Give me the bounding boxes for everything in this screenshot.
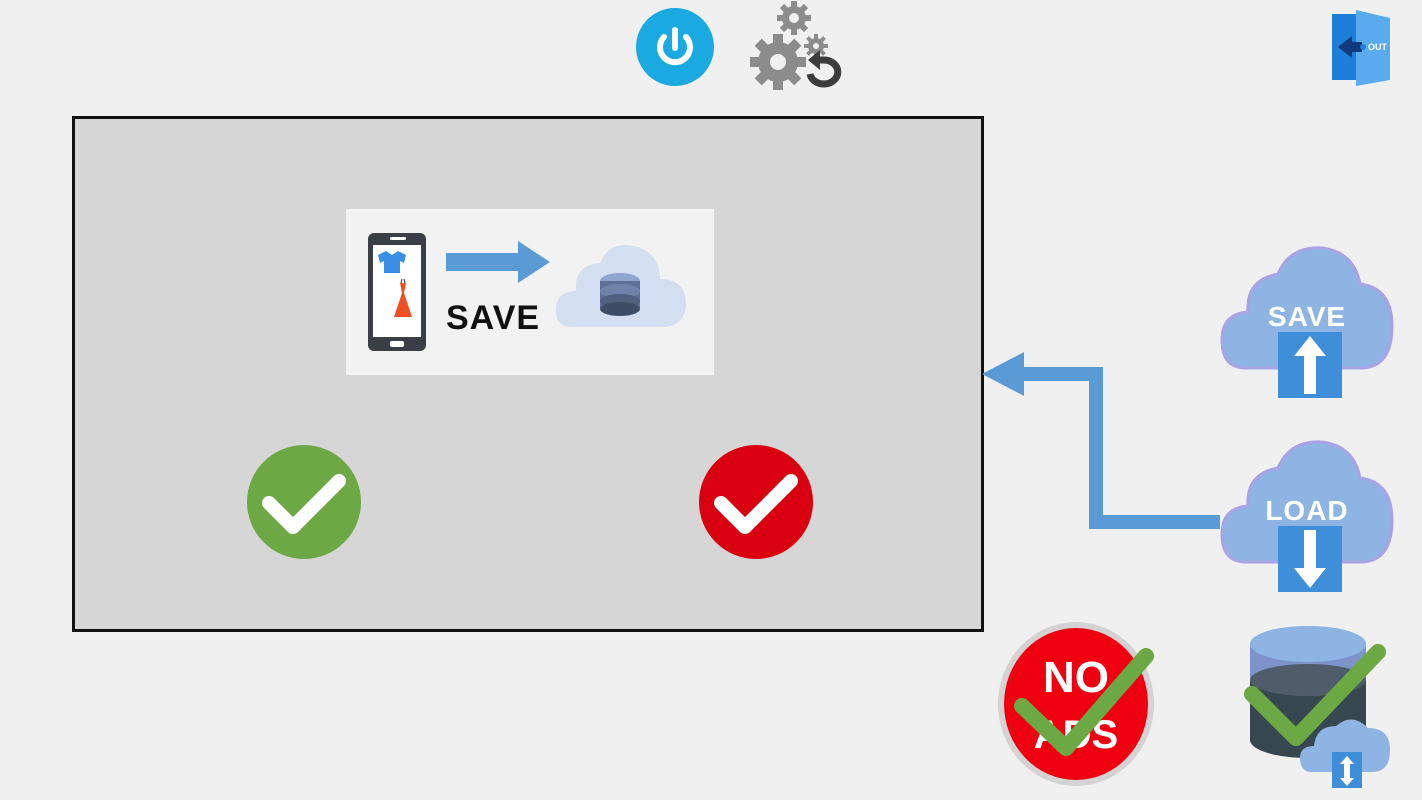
cancel-button[interactable] [699, 445, 813, 559]
settings-gears-icon [750, 1, 842, 90]
power-icon [636, 8, 714, 86]
save-info-label: SAVE [446, 299, 541, 337]
power-button[interactable] [636, 6, 714, 88]
cloud-save-label: SAVE [1268, 301, 1346, 332]
no-ads-button[interactable]: NO ADS [998, 620, 1158, 790]
no-ads-check-icon: NO ADS [998, 622, 1154, 786]
save-info-card: SAVE [346, 209, 714, 375]
save-dialog: SAVE [72, 116, 984, 632]
green-check-icon [247, 445, 361, 559]
cloud-load-label: LOAD [1265, 495, 1348, 526]
no-ads-line1: NO [1043, 653, 1109, 702]
exit-door-icon: OUT [1332, 10, 1390, 86]
arrow-right-icon [446, 241, 550, 283]
exit-button[interactable]: OUT [1330, 6, 1396, 86]
database-sync-check-icon [1244, 626, 1390, 788]
cloud-save-button[interactable]: SAVE [1220, 244, 1394, 400]
confirm-button[interactable] [247, 445, 361, 559]
cloud-download-icon: LOAD [1220, 440, 1394, 592]
database-backup-button[interactable] [1244, 622, 1394, 790]
exit-label: OUT [1368, 42, 1388, 52]
red-check-icon [699, 445, 813, 559]
cloud-upload-icon: SAVE [1220, 246, 1394, 398]
settings-reset-button[interactable] [750, 0, 844, 92]
cloud-load-button[interactable]: LOAD [1220, 438, 1394, 594]
arrow-left-icon [982, 352, 1220, 529]
cloud-database-icon [555, 245, 686, 327]
smartphone-icon [368, 233, 426, 351]
